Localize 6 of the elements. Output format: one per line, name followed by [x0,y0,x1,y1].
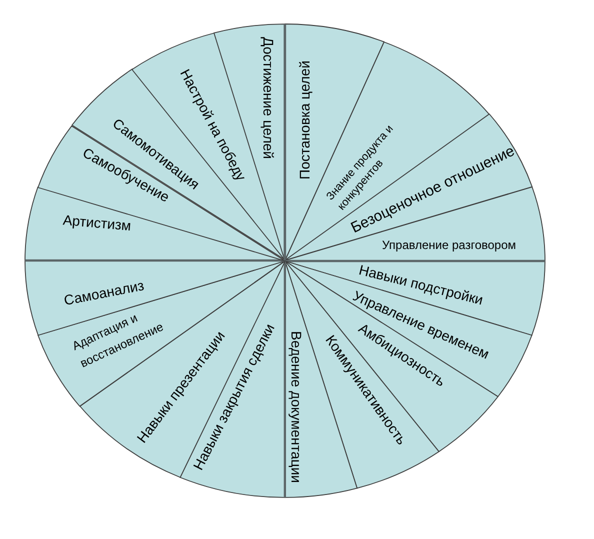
segment-label: Управление разговором [382,238,516,252]
segment-label: Достижение целей [260,37,276,159]
segment-label: Постановка целей [296,60,314,180]
segment-label: Артистизм [62,212,132,234]
segment-label: Самоанализ [62,277,146,309]
segment-label: Ведение документации [288,331,304,483]
